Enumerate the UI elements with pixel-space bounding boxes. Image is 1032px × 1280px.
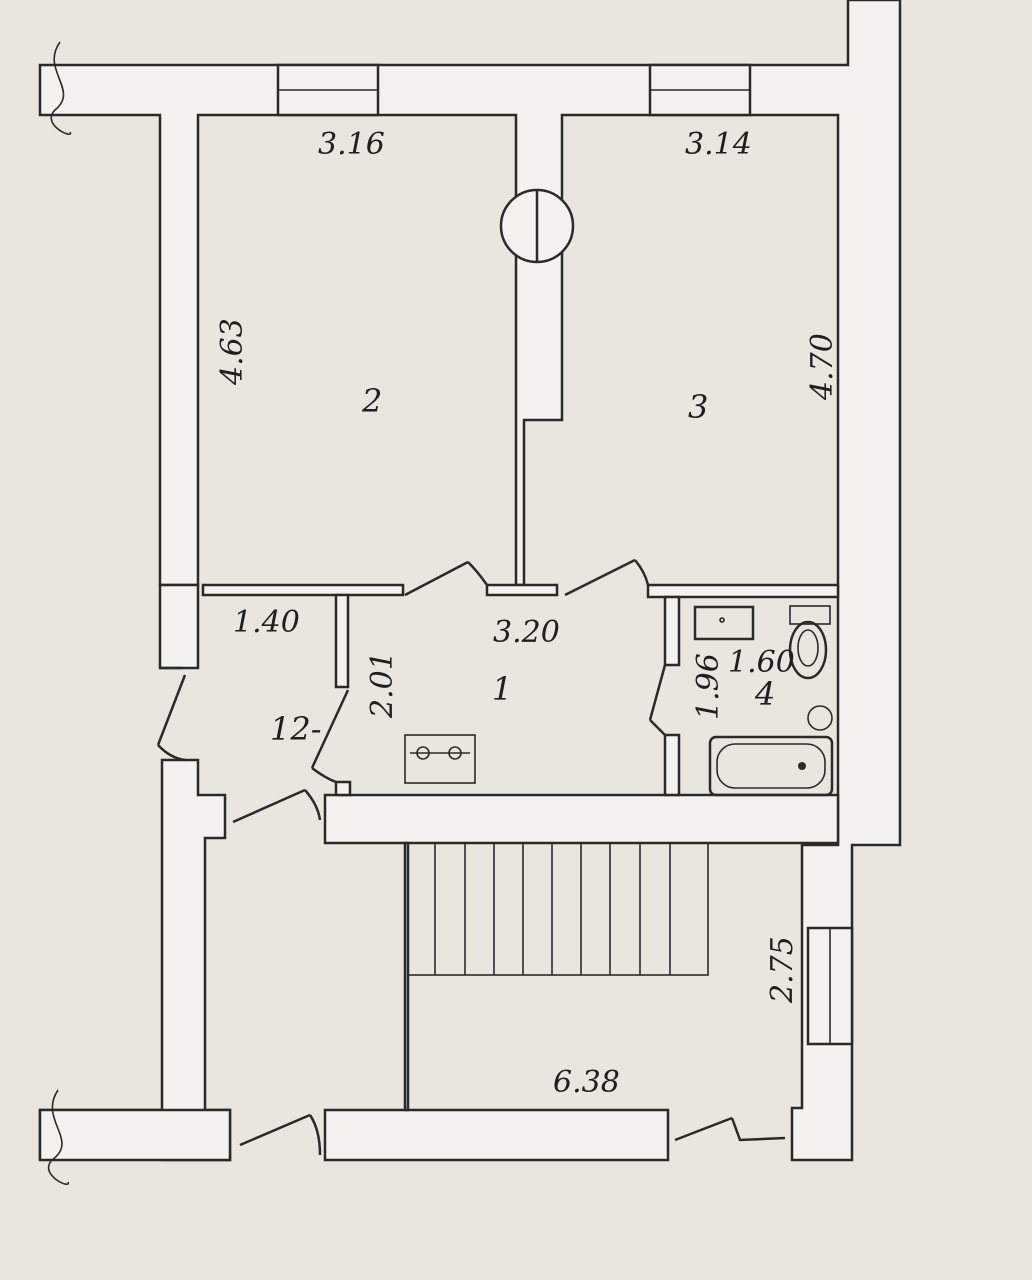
door-bottom-left-icon [239, 1113, 322, 1156]
room-number-2: 2 [361, 382, 382, 420]
dim-room2-width: 3.16 [318, 127, 385, 162]
left-wall-lower [158, 583, 200, 670]
partition-bath-upper [663, 595, 681, 667]
room-number-3: 3 [688, 388, 708, 426]
room-number-1: 1 [492, 670, 512, 708]
partition-stub [334, 780, 352, 797]
door-landing-icon [232, 788, 322, 824]
door-hall-icon [310, 689, 350, 784]
room-number-4: 4 [754, 675, 775, 713]
stove-icon [404, 734, 476, 784]
vent-shaft-icon [499, 188, 575, 264]
windows [276, 63, 854, 1046]
room-number-12: 12- [270, 710, 322, 748]
dim-room2-length: 4.63 [215, 318, 250, 386]
break-line-icon [48, 41, 72, 1185]
dim-kitchen-length: 2.01 [365, 651, 400, 719]
door-bath-icon [648, 664, 667, 736]
door-room3-icon [564, 558, 650, 597]
door-room2-icon [404, 560, 489, 597]
door-entrance-icon [156, 666, 187, 762]
door-bottom-right-icon [674, 1116, 786, 1142]
bathtub-icon [708, 705, 834, 797]
dim-bath-width: 1.60 [728, 645, 795, 680]
dim-bath-length: 1.96 [691, 653, 726, 720]
landing-wall [323, 793, 840, 845]
partition-hall [334, 593, 350, 689]
partition-bath-lower [663, 733, 681, 797]
dim-kitchen-width: 3.20 [493, 615, 560, 650]
dim-stair-length: 2.75 [765, 936, 800, 1004]
dim-stair-width: 6.38 [553, 1065, 620, 1100]
doors [156, 558, 786, 1156]
dim-room3-width: 3.14 [685, 127, 752, 162]
partition-room2-bottom [201, 583, 405, 597]
dim-room3-length: 4.70 [805, 333, 840, 401]
bottom-left-wall [38, 1108, 232, 1162]
bottom-wall [323, 1108, 670, 1162]
partition-room3-bottom [646, 583, 840, 599]
sink-icon [693, 605, 755, 641]
stair-inner-wall [403, 841, 410, 1112]
dim-hall-width: 1.40 [233, 605, 300, 640]
partition-mid-bottom [485, 583, 559, 597]
stairs [407, 842, 709, 976]
toilet-icon [788, 605, 831, 680]
